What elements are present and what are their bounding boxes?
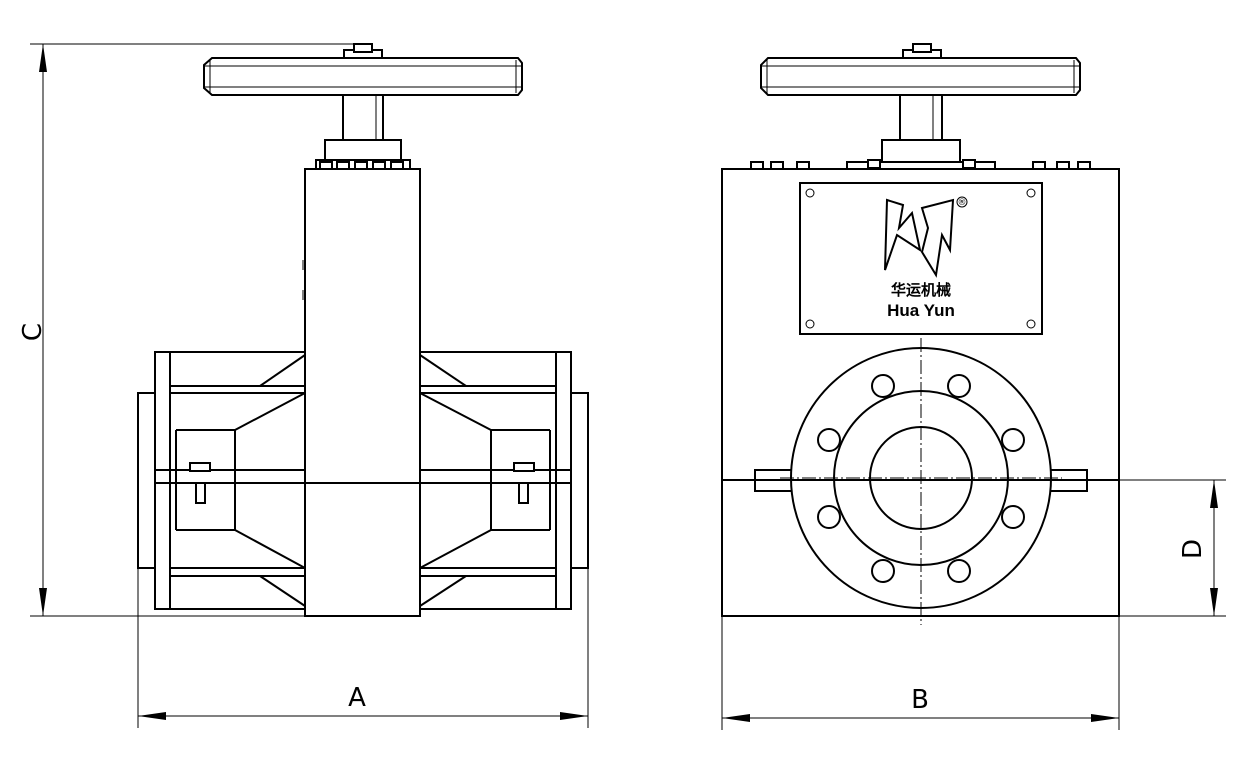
- dimension-b: B: [721, 616, 1120, 730]
- left-body-frame: [154, 351, 306, 610]
- front-view: ® 华运机械 Hua Yun: [721, 43, 1120, 625]
- side-bolt-left: [189, 462, 211, 504]
- hy-logo-icon: [884, 198, 955, 278]
- top-bolts-front: [750, 161, 1091, 170]
- gate-housing-side: [304, 168, 421, 617]
- pipe-flange-front: [722, 338, 1119, 625]
- dimension-c: C: [18, 43, 355, 617]
- bonnet-front: [881, 139, 961, 163]
- dimension-a: A: [137, 568, 589, 728]
- dimension-d: D: [1087, 479, 1226, 617]
- dimension-a-label: A: [348, 683, 366, 713]
- dimension-c-label: C: [18, 323, 48, 341]
- nameplate: ® 华运机械 Hua Yun: [799, 182, 1043, 335]
- stem-front: [899, 94, 943, 141]
- left-pipe-end: [137, 392, 156, 569]
- handwheel-front: [760, 43, 1081, 96]
- right-body-frame: [419, 351, 572, 610]
- stem-side: [342, 94, 384, 141]
- brand-name-english: Hua Yun: [887, 301, 955, 320]
- dimension-b-label: B: [911, 685, 929, 715]
- dimension-d-label: D: [1178, 539, 1208, 559]
- right-pipe-end: [570, 392, 589, 569]
- handwheel-side: [203, 43, 523, 96]
- registered-mark: ®: [958, 198, 967, 208]
- bonnet-bolts-side: [319, 161, 404, 170]
- side-bolt-right: [513, 462, 535, 504]
- side-view: [137, 43, 589, 617]
- bonnet-side: [324, 139, 402, 163]
- brand-name-chinese: 华运机械: [891, 281, 951, 299]
